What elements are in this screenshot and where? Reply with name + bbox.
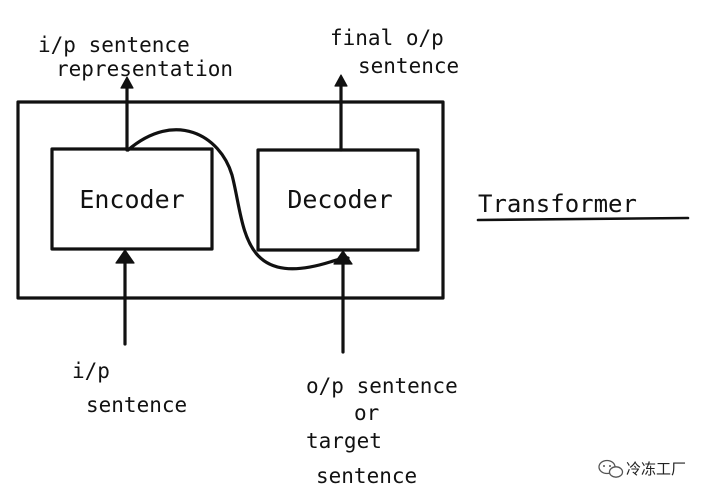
wechat-icon bbox=[598, 459, 624, 478]
encoder-output-arrowhead bbox=[120, 76, 134, 89]
encoder-label: Encoder bbox=[79, 185, 184, 214]
decoder-input-label-line4: sentence bbox=[316, 464, 417, 488]
decoder-input-label-line2: or bbox=[354, 401, 379, 425]
transformer-outer-box bbox=[16, 100, 445, 300]
encoder-output-label-line1: i/p sentence bbox=[38, 33, 190, 57]
decoder-box bbox=[256, 148, 420, 252]
decoder-input-label-line3: target bbox=[306, 429, 382, 453]
encoder-input-label-line1: i/p bbox=[72, 359, 110, 383]
transformer-label-underline bbox=[476, 216, 690, 222]
watermark: 冷冻工厂 bbox=[598, 459, 686, 478]
encoder-box bbox=[50, 147, 214, 251]
encoder-input-arrowhead bbox=[115, 249, 135, 264]
decoder-label: Decoder bbox=[287, 185, 392, 214]
decoder-input-label-line1: o/p sentence bbox=[306, 374, 458, 398]
encoder-output-label-line2: representation bbox=[56, 57, 233, 81]
watermark-text: 冷冻工厂 bbox=[626, 460, 686, 478]
decoder-output-label-line1: final o/p bbox=[330, 26, 444, 50]
transformer-label: Transformer bbox=[478, 190, 637, 218]
decoder-input-arrowhead bbox=[333, 250, 353, 265]
encoder-input-label-line2: sentence bbox=[86, 393, 187, 417]
decoder-output-label-line2: sentence bbox=[358, 54, 459, 78]
decoder-output-arrowhead bbox=[334, 74, 348, 87]
